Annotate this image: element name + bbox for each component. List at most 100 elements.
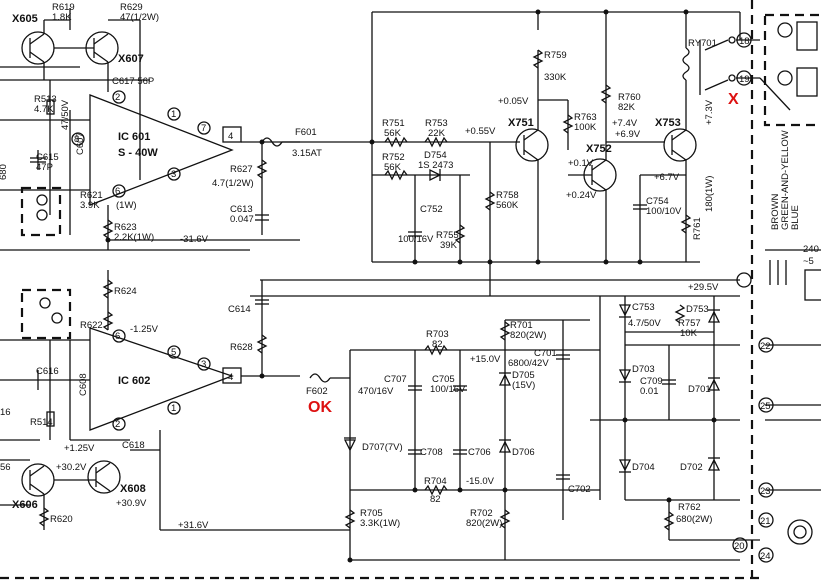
label-r702: R702 [470,508,493,519]
volt-01: +0.1V [568,158,594,169]
terminal-20: 20 [734,541,745,552]
volt-005: +0.05V [498,96,529,107]
label-r761: R761 [692,217,703,240]
label-r628: R628 [230,342,253,353]
transistor-x605 [21,31,55,65]
volt-309: +30.9V [116,498,147,509]
ic602-pin1: 1 [171,403,176,414]
label-x606: X606 [12,499,38,511]
volt-302: +30.2V [56,462,87,473]
label-r762: R762 [678,502,701,513]
ic-601-amplifier [89,94,234,206]
value-r701: 820(2W) [510,330,546,341]
wire-brown: BROWN [770,193,781,230]
ic601-pin1: 1 [171,109,176,120]
label-r701: R701 [510,320,533,331]
value-r629: 47(1/2W) [120,12,159,23]
ic601-pin4-box [222,126,242,143]
value-r758: 560K [496,200,519,211]
terminal-25: 25 [760,401,771,412]
value-c709: 0.01 [640,386,659,397]
transistor-x753 [663,128,697,162]
relay-coil-ry701 [682,47,690,81]
mains-240: 240 [803,244,819,255]
output-jack [787,519,813,545]
ic601-pin3: 3 [171,169,176,180]
value-r762: 680(2W) [676,514,712,525]
value-r621: 3.9K [80,200,100,211]
label-x753: X753 [655,117,681,129]
label-x752: X752 [586,143,612,155]
edge-16: 16 [0,407,11,418]
ic601-pin2: 2 [115,92,120,103]
value-r623: 2.2K(1W) [114,232,154,243]
ic602-pin2: 2 [115,419,120,430]
terminal-22: 22 [760,341,771,352]
label-ry701: RY701 [688,38,717,49]
value-r757: 10K [680,328,698,339]
transistor-x606 [21,463,55,497]
label-c752: C752 [420,204,443,215]
volt-m316: -31.6V [180,234,209,245]
value-r513: 4.7K [34,104,54,115]
value-r755: 39K [440,240,458,251]
label-r759: R759 [544,50,567,61]
volt-m150: -15.0V [466,476,495,487]
ic602-pin5: 5 [171,347,176,358]
ic602-pin6: 6 [115,331,120,342]
label-r514: R514 [30,417,53,428]
label-r620: R620 [50,514,73,525]
label-c618: C618 [122,440,145,451]
value-c607: 47/50V [60,99,71,130]
label-x605: X605 [12,13,38,25]
label-r623: R623 [114,222,137,233]
ic601-pin4: 4 [228,131,233,142]
value-d705: (15V) [512,380,535,391]
label-d701: D701 [688,384,711,395]
label-c708: C708 [420,447,443,458]
value-r753: 22K [428,128,446,139]
label-r513: R513 [34,94,57,105]
terminal-21: 21 [760,516,771,527]
label-r752: R752 [382,152,405,163]
value-c752: 100/16V [398,234,434,245]
value-c701: 6800/42V [508,358,549,369]
terminal-24: 24 [760,551,771,562]
value-r619: 1.8K [52,12,72,23]
transistor-x608 [87,460,121,494]
label-c617: C617 56P [112,76,154,87]
value-r761: 180(1W) [704,176,715,212]
terminal-18: 18 [739,36,750,47]
value-d754: 1S 2473 [418,160,453,171]
value-r703: 82 [432,339,443,350]
label-d703: D703 [632,364,655,375]
label-x751: X751 [508,117,534,129]
value-c754: 100/10V [646,206,682,217]
label-r703: R703 [426,329,449,340]
label-f602: F602 [306,386,328,397]
type-ic601: S - 40W [118,147,158,159]
annotation-x: X [728,91,739,108]
label-r753: R753 [425,118,448,129]
ptc-box-upper [20,186,62,237]
volt-150: +15.0V [470,354,501,365]
value-c615: 47P [36,162,53,173]
value-r752: 56K [384,162,402,173]
volt-316: +31.6V [178,520,209,531]
value-r627: 4.7(1/2W) [212,178,254,189]
label-d705: D705 [512,370,535,381]
label-d702: D702 [680,462,703,473]
label-r758: R758 [496,190,519,201]
value-c705: 100/16V [430,384,466,395]
value-r704: 82 [430,494,441,505]
ptc-box-lower [20,288,72,340]
terminal-19: 19 [739,74,750,85]
label-r624: R624 [114,286,137,297]
label-d754: D754 [424,150,447,161]
label-d707: D707(7V) [362,442,403,453]
ic602-pin3: 3 [201,359,206,370]
label-c709: C709 [640,376,663,387]
value-r760: 82K [618,102,636,113]
